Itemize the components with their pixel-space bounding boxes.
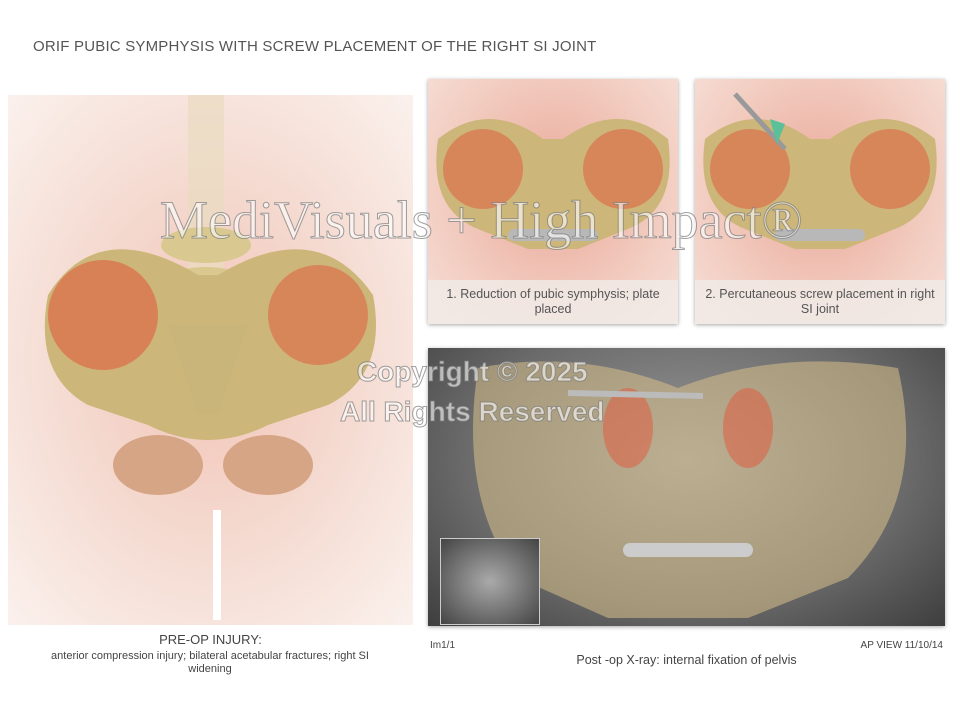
page-title: ORIF PUBIC SYMPHYSIS WITH SCREW PLACEMEN… [33, 38, 597, 55]
copyright-text: Copyright © 2025 [356, 356, 588, 388]
watermark-brand: MediVisuals + High Impact® [160, 190, 804, 251]
preop-illustration [8, 95, 413, 625]
step2-caption: 2. Percutaneous screw placement in right… [695, 280, 945, 324]
preop-heading: PRE-OP INJURY: [159, 632, 262, 647]
step2-illustration: 2. Percutaneous screw placement in right… [695, 79, 945, 324]
pelvis-illustration [44, 95, 377, 620]
xray-caption: Post -op X-ray: internal fixation of pel… [576, 653, 797, 667]
image-label: Im1/1 [430, 640, 456, 651]
postop-xray [428, 348, 945, 626]
plate [623, 543, 753, 557]
view-label: AP VIEW 11/10/14 [860, 640, 943, 651]
pelvis-plate-illustration [436, 119, 670, 249]
xray-thumbnail [440, 538, 540, 625]
watermark-copyright: Copyright © 2025 All Rights Reserved [340, 352, 606, 432]
plate [508, 229, 598, 241]
step1-caption: 1. Reduction of pubic symphysis; plate p… [428, 280, 678, 324]
step1-illustration: 1. Reduction of pubic symphysis; plate p… [428, 79, 678, 324]
arrow-icon [770, 119, 785, 144]
pelvis-screw-illustration [703, 92, 937, 249]
rights-text: All Rights Reserved [340, 396, 606, 428]
xray-pelvis [473, 361, 907, 618]
screw [567, 390, 704, 399]
preop-description: anterior compression injury; bilateral a… [51, 650, 369, 675]
